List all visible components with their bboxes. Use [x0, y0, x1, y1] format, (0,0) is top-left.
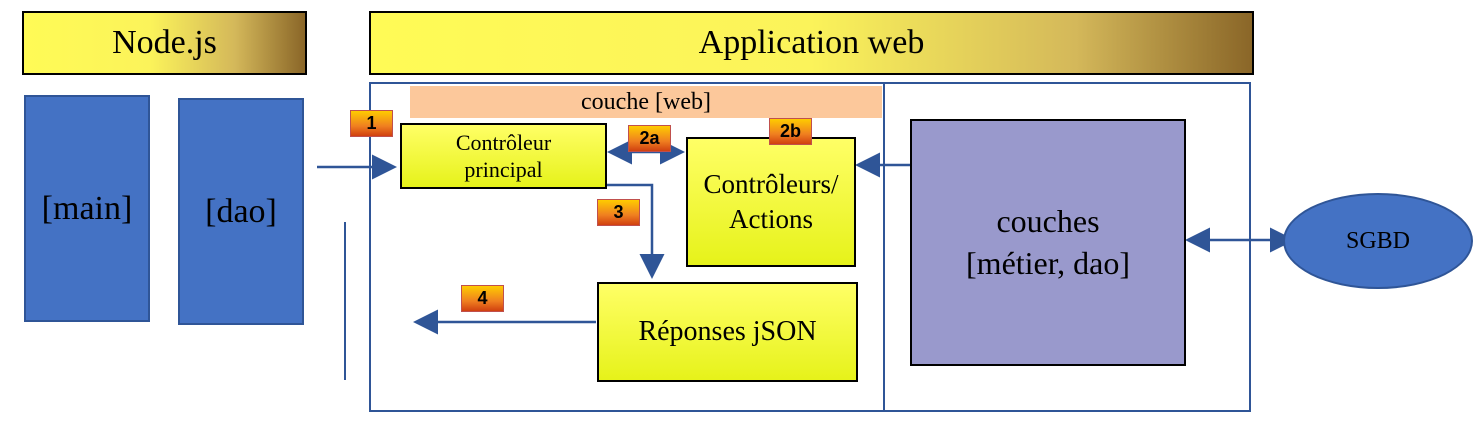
database-ellipse: SGBD: [1283, 193, 1473, 289]
main-controller-box: Contrôleur principal: [400, 123, 607, 189]
json-responses-box: Réponses jSON: [597, 282, 858, 382]
step-badge-4: 4: [461, 285, 504, 312]
step-badge-2a: 2a: [628, 125, 671, 152]
main-controller-label: Contrôleur principal: [455, 129, 552, 183]
nodejs-header: Node.js: [22, 11, 307, 75]
application-web-header: Application web: [369, 11, 1254, 75]
step-badge-2b: 2b: [769, 118, 812, 145]
web-layer-label: couche [web]: [410, 86, 882, 118]
layers-line-1: couches: [996, 202, 1100, 239]
dao-module: [dao]: [178, 98, 304, 325]
step-badge-1: 1: [350, 110, 393, 137]
controllers-actions-box: Contrôleurs/ Actions: [686, 137, 856, 267]
business-dao-layers-box: couches [métier, dao]: [910, 119, 1186, 366]
main-module: [main]: [24, 95, 150, 322]
step-badge-3: 3: [597, 199, 640, 226]
controllers-actions-label: Contrôleurs/ Actions: [703, 168, 839, 234]
layers-line-2: [métier, dao]: [966, 244, 1130, 281]
